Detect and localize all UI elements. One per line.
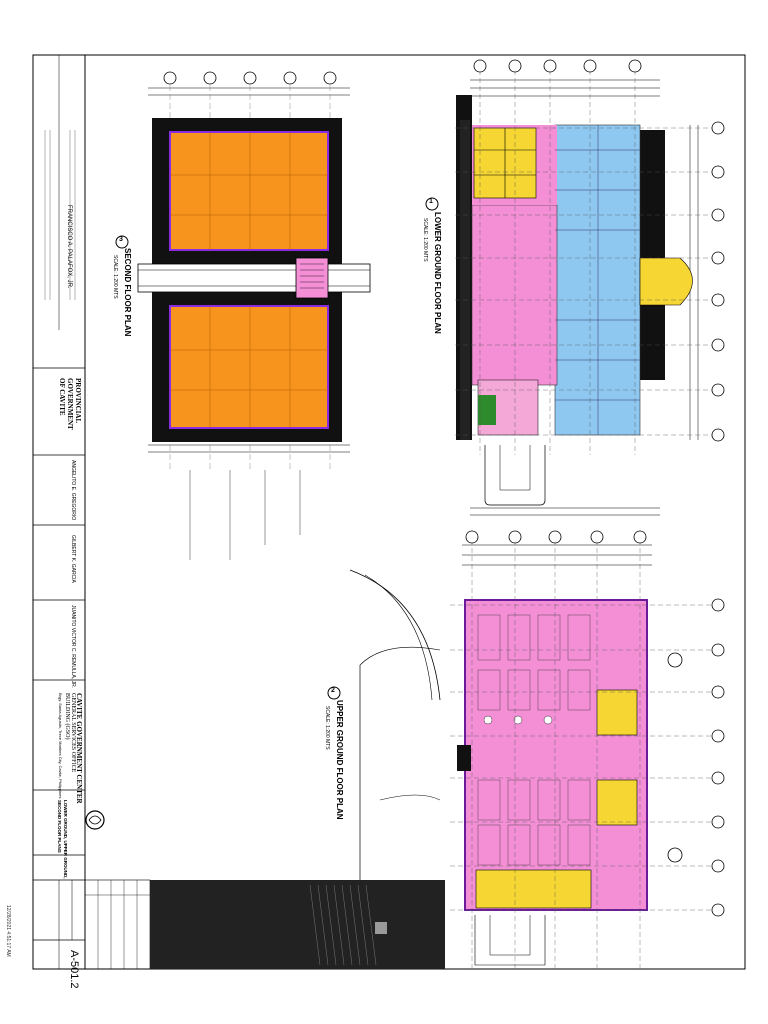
designer-name: ANGELITO E. GREGORIO [70,460,76,521]
plan-2-scale: SCALE: 1:200 MTS [324,706,330,750]
client-line1: PROVINCIAL [74,378,82,424]
corridor [137,263,371,293]
grid-bubbles-lgf [473,59,725,442]
lower-wing-floor [169,305,329,429]
grid-bubbles-2f [163,71,337,85]
stair [295,257,329,299]
plan-3-marker [115,235,129,249]
plan-1-number: 1 [429,198,433,205]
print-timestamp: 12/28/2021 4:51:17 AM [5,905,11,957]
plan-2-number: 2 [331,687,335,694]
project-address: Brgy. Santa Agustin, Trece Martires City… [58,693,63,799]
plan-1-scale: SCALE: 1:200 MTS [422,218,428,262]
lgf-blue-zone [554,124,641,436]
lgf-pink-zone [471,204,558,386]
client-line3: OF CAVITE [58,378,66,416]
sheet-number: A-501.2 [68,950,80,989]
project-name-line1: CAVITE GOVERNMENT CENTER [75,693,83,804]
plan-2-title: UPPER GROUND FLOOR PLAN [335,700,344,820]
project-name-line2: GENERAL SERVICES OFFICE [70,693,76,773]
plan-3-title: SECOND FLOOR PLAN [123,248,132,337]
plan-2-marker [327,686,341,700]
firm-logo [85,810,105,830]
approved-by-name: FRANCISCO A. PALAFOX, JR. [66,205,72,289]
grid-bubbles-ugf [465,530,725,917]
client-line2: GOVERNMENT [66,378,74,430]
key-plan-block [150,880,445,969]
lgf-yellow-bay [639,257,693,306]
second-floor-plan [115,85,371,560]
upper-ground-floor-plan [327,540,712,970]
lower-ground-floor-plan [425,70,712,516]
plan-1-marker [425,197,439,211]
upper-wing-floor [169,131,329,251]
engineer-name: GILBERT K. GARCIA [70,535,76,583]
title-block [33,55,151,970]
reviewer-name: JUANITO VICTOR C. REMULLA, JR. [70,605,76,689]
project-name-line3: BUILDING (GSO) [64,693,70,740]
ugf-floor [464,599,648,911]
plan-3-number: 3 [119,236,123,243]
plan-1-title: LOWER GROUND FLOOR PLAN [433,212,442,334]
sheet-title-line1: LOWER GROUND, UPPER GROUND, [63,800,68,879]
plan-3-scale: SCALE: 1:200 MTS [112,255,118,299]
sheet-title-line2: SECOND FLOOR PLANS [57,800,62,853]
